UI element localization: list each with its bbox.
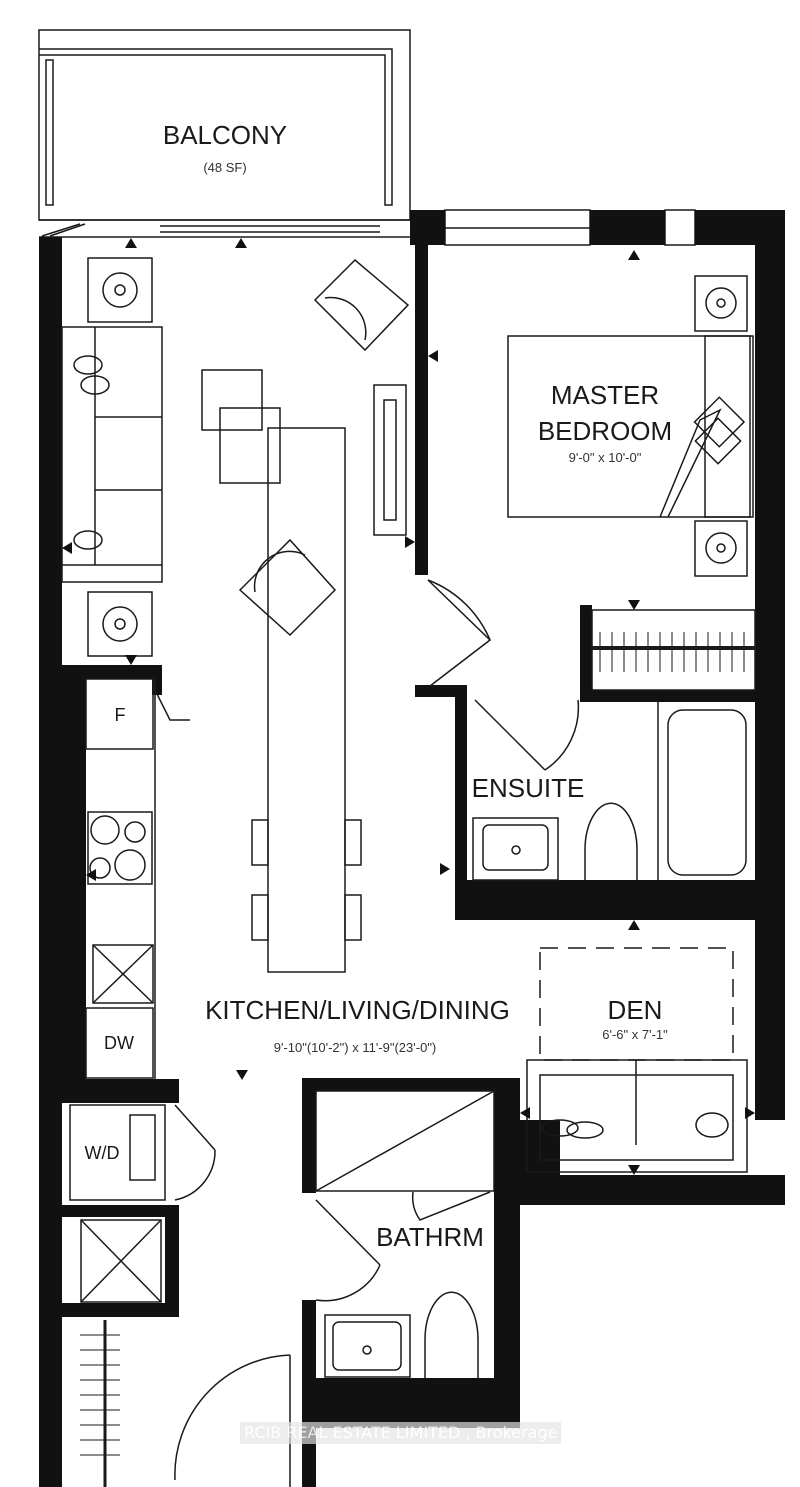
room-area-balcony: (48 SF)	[203, 160, 247, 175]
room-label-master-bedroom-1: MASTER	[550, 380, 660, 410]
room-dimensions-master-bedroom: 9'-0" x 10'-0"	[568, 450, 642, 465]
room-label-kitchen-living-dining: KITCHEN/LIVING/DINING	[205, 995, 510, 1025]
bed-icon	[507, 335, 754, 518]
orientation-arrows	[62, 238, 755, 1175]
side-table-icon	[87, 257, 748, 657]
appliance-label-washer-dryer: W/D	[84, 1143, 120, 1163]
room-label-master-bedroom-2: BEDROOM	[537, 416, 673, 446]
appliance-label-dishwasher: DW	[104, 1033, 134, 1053]
room-label-balcony: BALCONY	[162, 120, 288, 150]
room-label-den: DEN	[607, 995, 663, 1025]
watermark: RCIB REAL ESTATE LIMITED , Brokerage	[240, 1422, 562, 1444]
room-dimensions-kitchen-living-dining: 9'-10"(10'-2") x 11'-9"(23'-0")	[273, 1040, 437, 1055]
balcony-outline	[38, 29, 411, 238]
armchair-icon	[238, 258, 410, 637]
appliance-label-fridge: F	[114, 705, 126, 725]
sofa-icon	[61, 326, 163, 583]
room-label-ensuite: ENSUITE	[471, 773, 585, 803]
closet-hangers	[599, 632, 745, 672]
room-label-bathroom: BATHRM	[376, 1222, 484, 1252]
walls	[39, 210, 785, 1487]
room-dimensions-den: 6'-6" x 7'-1"	[602, 1027, 668, 1042]
